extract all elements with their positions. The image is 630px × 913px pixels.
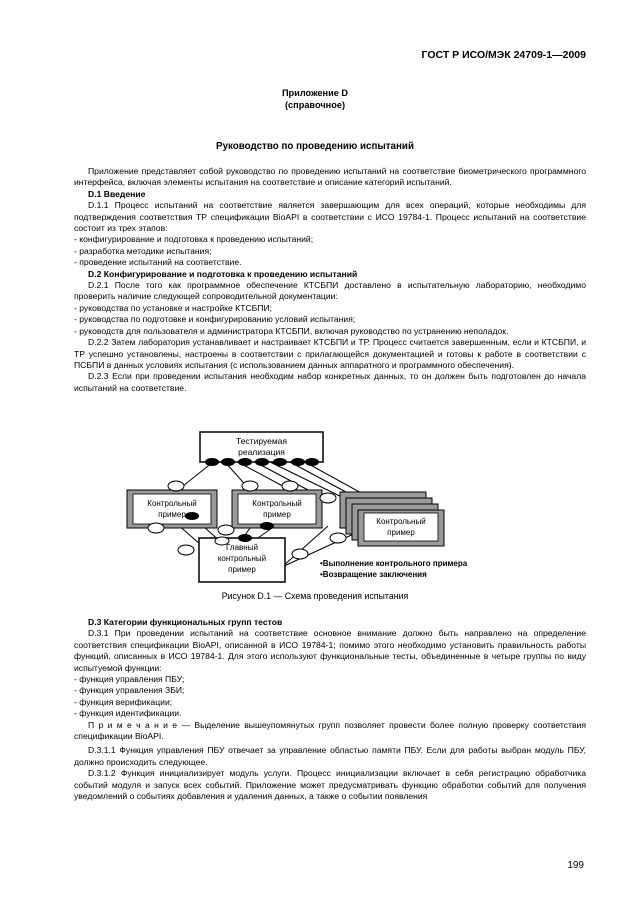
figure-caption: Рисунок D.1 — Схема проведения испытания	[221, 591, 409, 601]
list-item: - руководства по подготовке и конфигурир…	[74, 314, 356, 325]
return-markers	[147, 480, 347, 560]
list-item: - разработка методики испытания;	[74, 245, 212, 256]
paragraph-d3-1: D.3.1 При проведении испытаний на соотве…	[74, 628, 586, 673]
note-paragraph: П р и м е ч а н и е — Выделение вышеупом…	[74, 720, 586, 743]
note-label: П р и м е ч а н и е	[88, 719, 178, 730]
main-test-case-label: контрольный	[218, 554, 266, 563]
list-item: - функция верификации;	[74, 696, 173, 707]
list-item: - руководств для пользователя и админист…	[74, 325, 509, 336]
test-case-stack	[339, 491, 445, 547]
legend-execution: •Выполнение контрольного примера	[320, 559, 468, 568]
test-case-label: Контрольный	[376, 517, 425, 526]
annex-title: Приложение D	[281, 88, 349, 98]
legend-return: •Возвращение заключения	[320, 570, 427, 579]
annex-type: (справочное)	[284, 100, 345, 110]
paragraph-d3-1-1: D.3.1.1 Функция управления ПБУ отвечает …	[74, 745, 586, 767]
body-text-top: Приложение представляет собой руководств…	[74, 166, 586, 394]
section-heading-d2: D.2 Конфигурирование и подготовка к пров…	[88, 268, 358, 279]
list-item: - функция идентификации.	[74, 708, 182, 719]
section-heading-d1: D.1 Введение	[88, 188, 146, 199]
body-text-bottom: D.3 Категории функциональных групп тесто…	[74, 617, 586, 803]
note-text: — Выделение вышеупомянутых групп позволя…	[74, 719, 587, 742]
paragraph-d2-2: D.2.2 Затем лаборатория устанавливает и …	[74, 337, 586, 370]
execution-markers	[185, 458, 319, 542]
list-item: - конфигурирование и подготовка к провед…	[74, 234, 314, 245]
list-item: - руководства по установке и настройке К…	[74, 302, 273, 313]
tested-implementation-label: реализация	[238, 447, 285, 457]
tested-implementation-box	[199, 431, 324, 463]
tested-implementation-label: Тестируемая	[236, 436, 287, 446]
main-test-case-label: Главный	[226, 543, 258, 552]
list-item: - проведение испытаний на соответствие.	[74, 257, 242, 268]
test-scheme-diagram: Тестируемая реализация Контрольный приме…	[126, 431, 468, 583]
list-item: - функция управления ПБУ;	[74, 674, 185, 685]
paragraph-d1-1: D.1.1 Процесс испытаний на соответствие …	[74, 200, 586, 234]
paragraph-d2-3: D.2.3 Если при проведении испытания необ…	[74, 371, 586, 393]
list-item: - функция управления ЗБИ;	[74, 685, 185, 696]
test-case-box-inner	[132, 493, 212, 525]
page-number: 199	[567, 860, 584, 871]
paragraph-d2-1: D.2.1 После того как программное обеспеч…	[74, 280, 586, 302]
document-header: ГОСТ Р ИСО/МЭК 24709-1—2009	[421, 49, 586, 61]
test-case-label: пример	[387, 528, 415, 537]
intro-paragraph: Приложение представляет собой руководств…	[74, 166, 586, 188]
main-test-case-label: пример	[228, 565, 256, 574]
test-case-label: пример	[158, 510, 186, 519]
test-case-label: Контрольный	[147, 499, 196, 508]
test-case-label: пример	[263, 510, 291, 519]
test-case-label: Контрольный	[252, 499, 301, 508]
document-title: Руководство по проведению испытаний	[216, 141, 414, 152]
paragraph-d3-1-2: D.3.1.2 Функция инициализирует модуль ус…	[74, 768, 586, 802]
test-case-box-inner	[237, 493, 317, 525]
section-heading-d3: D.3 Категории функциональных групп тесто…	[88, 617, 283, 627]
